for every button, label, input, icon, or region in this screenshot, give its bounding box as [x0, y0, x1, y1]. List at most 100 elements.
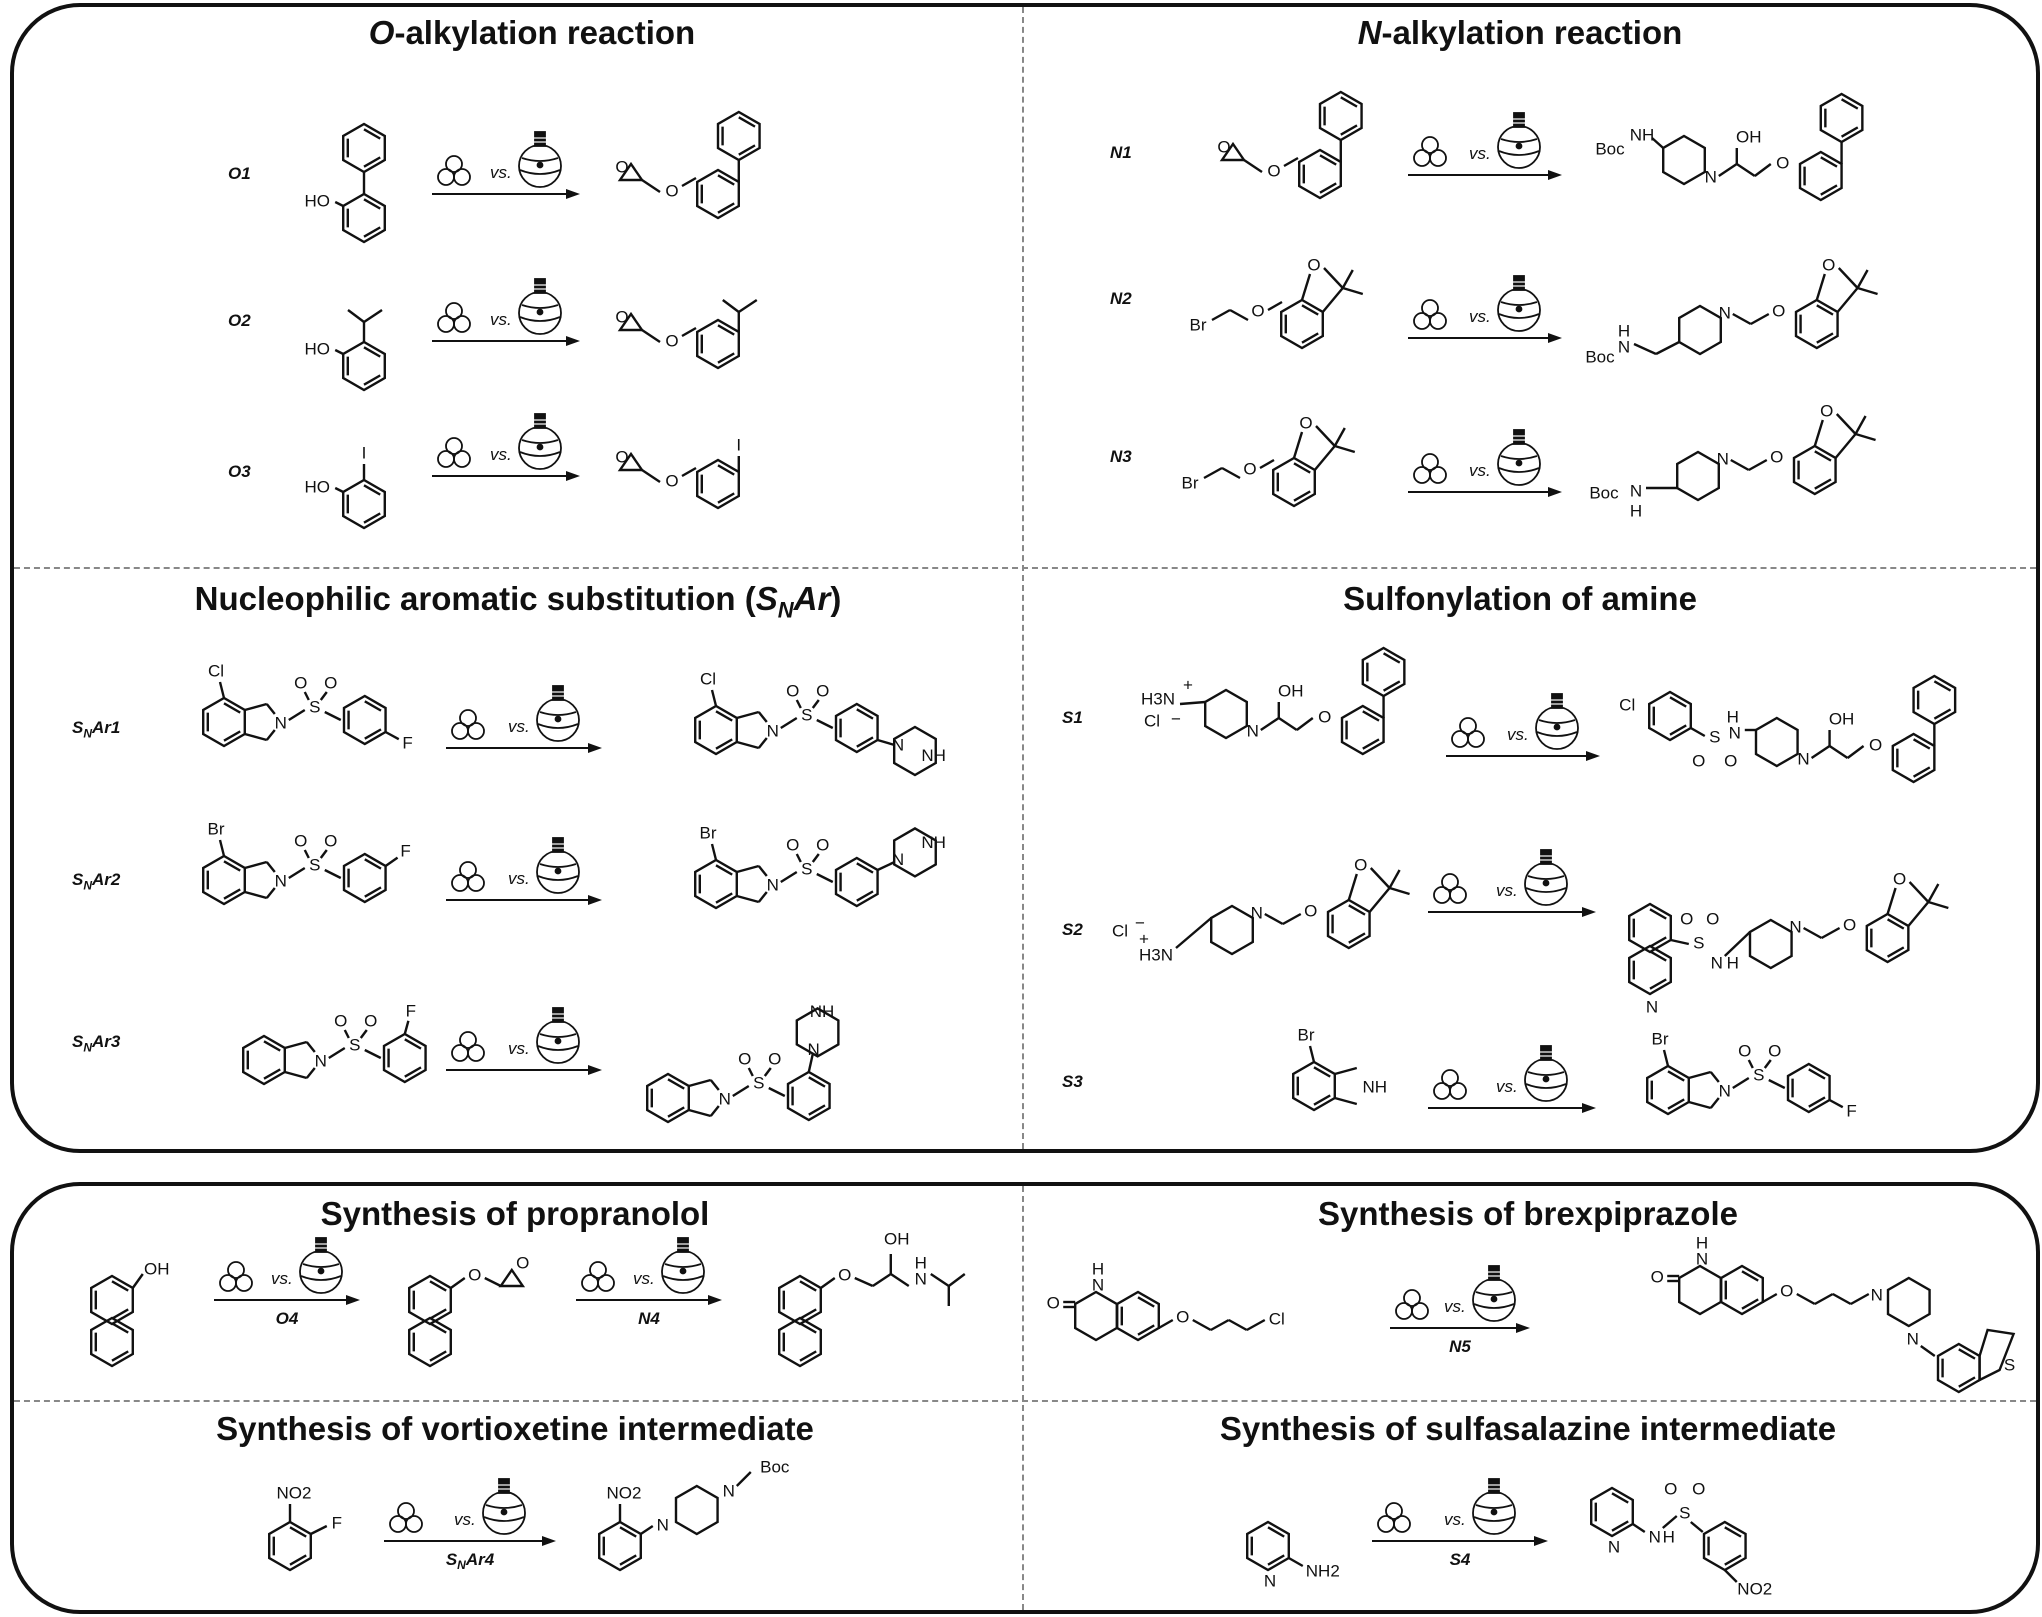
round-bottom-flask-icon: [518, 413, 562, 470]
h-label: H: [1630, 501, 1642, 520]
label-snar1: SNAr1: [72, 718, 121, 741]
arrow-label: SNAr4: [446, 1550, 495, 1572]
ball-mill-icon: [1377, 1502, 1411, 1533]
epoxide-o: O: [615, 307, 628, 326]
h-label: H: [1663, 1527, 1675, 1546]
ammonium-label: H3N: [1141, 689, 1175, 708]
isoindoline-n: N: [275, 871, 287, 890]
hydroxyl-label: OH: [144, 1259, 170, 1278]
title-s: S: [755, 580, 778, 617]
ho-label: HO: [304, 191, 330, 210]
epoxide-o: O: [615, 447, 628, 466]
ball-mill-icon: [451, 861, 485, 892]
title-main: Nucleophilic aromatic substitution (: [194, 580, 756, 617]
furan-o: O: [1820, 401, 1833, 420]
furan-o: O: [1893, 869, 1906, 888]
ball-mill-icon: [1433, 1069, 1467, 1100]
sulfonyl-o: O: [1692, 1479, 1705, 1498]
sulfonyl-o: O: [786, 835, 799, 854]
ether-o: O: [1772, 301, 1785, 320]
vs-label: vs.: [1496, 881, 1518, 900]
chloride-label: Cl: [1112, 921, 1128, 940]
vs-label: vs.: [454, 1510, 476, 1529]
isoindoline-n: N: [767, 721, 779, 740]
halogen-label: Br: [700, 823, 717, 842]
charge-minus: −: [1135, 913, 1145, 932]
epoxide-o: O: [615, 157, 628, 176]
sulfonyl-o: O: [768, 1049, 781, 1068]
round-bottom-flask-icon: [518, 131, 562, 188]
piperazine-n: N: [807, 1040, 819, 1059]
vs-label: vs.: [1469, 144, 1491, 163]
piperidine-n: N: [1705, 167, 1717, 186]
vs-label: vs.: [508, 869, 530, 888]
isoindoline-n: N: [719, 1089, 731, 1108]
ether-o: O: [1843, 915, 1856, 934]
ether-o: O: [665, 331, 678, 350]
h-label: H: [915, 1253, 927, 1272]
arrow-s3: vs.: [1428, 1045, 1596, 1113]
ether-o: O: [1251, 301, 1264, 320]
ball-mill-icon: [581, 1261, 615, 1292]
nh-n: N: [1729, 723, 1741, 742]
ether-o: O: [665, 181, 678, 200]
nh-label: NH: [1630, 125, 1655, 144]
piperidine-n: N: [1789, 917, 1801, 936]
epoxide-o: O: [516, 1253, 529, 1272]
piperazine-n: N: [892, 735, 904, 754]
ball-mill-icon: [451, 709, 485, 740]
label-o2: O2: [228, 311, 251, 330]
sulfonyl-o: O: [1706, 909, 1719, 928]
halogen-label: Br: [1652, 1029, 1669, 1048]
piperidine-n: N: [1719, 303, 1731, 322]
sulfonyl-o: O: [334, 1011, 347, 1030]
ball-mill-icon: [1413, 136, 1447, 167]
ball-mill-icon: [437, 302, 471, 333]
piperazine-nh: NH: [921, 833, 946, 852]
vs-label: vs.: [1444, 1297, 1466, 1316]
title-snar: Nucleophilic aromatic substitution (SNAr…: [195, 580, 842, 624]
fluorine-label: F: [402, 733, 412, 752]
title-end: ): [830, 580, 842, 617]
ether-o: O: [838, 1265, 851, 1284]
sulfonyl-o: O: [786, 681, 799, 700]
round-bottom-flask-icon: [518, 278, 562, 335]
arrow-label: N4: [638, 1309, 660, 1328]
title-n-alkylation: N-alkylation reaction: [1358, 14, 1683, 52]
label-n2: N2: [1110, 289, 1132, 308]
sulfur-label: S: [801, 705, 812, 724]
sulfur-label: S: [309, 697, 320, 716]
sulfonyl-o: O: [1738, 1041, 1751, 1060]
hydroxyl-label: OH: [1278, 681, 1304, 700]
top-horizontal-divider: [14, 567, 2036, 569]
sulfur-label: S: [309, 855, 320, 874]
ether-o: O: [1243, 459, 1256, 478]
charge-plus: +: [1139, 929, 1149, 948]
label-o1: O1: [228, 164, 251, 183]
isoindoline-n: N: [275, 713, 287, 732]
amine-label: NH2: [1306, 1561, 1340, 1580]
chloride-label: Cl: [1619, 695, 1635, 714]
round-bottom-flask-icon: [661, 1237, 705, 1294]
ether-o: O: [1770, 447, 1783, 466]
arrow-s4: vs.S4: [1372, 1478, 1548, 1569]
nh-n: N: [1649, 1527, 1661, 1546]
isoindoline-n: N: [315, 1051, 327, 1070]
piperazine-n: N: [723, 1481, 735, 1500]
pyridine-n: N: [1264, 1571, 1276, 1590]
title-sulfonylation: Sulfonylation of amine: [1343, 580, 1697, 617]
ether-o: O: [1776, 153, 1789, 172]
isoindoline-n: N: [1719, 1081, 1731, 1100]
title-rest: -alkylation reaction: [394, 14, 696, 51]
furan-o: O: [1822, 255, 1835, 274]
label-snar2: SNAr2: [72, 870, 121, 893]
halogen-label: Cl: [700, 669, 716, 688]
fluorine-label: F: [1846, 1101, 1856, 1120]
piperazine-n: N: [892, 850, 904, 869]
sulfur-label: S: [1753, 1065, 1764, 1084]
round-bottom-flask-icon: [536, 837, 580, 894]
sulfur-label: S: [753, 1073, 764, 1092]
ether-o: O: [1304, 901, 1317, 920]
arrow-n4: vs.N4: [576, 1237, 722, 1328]
